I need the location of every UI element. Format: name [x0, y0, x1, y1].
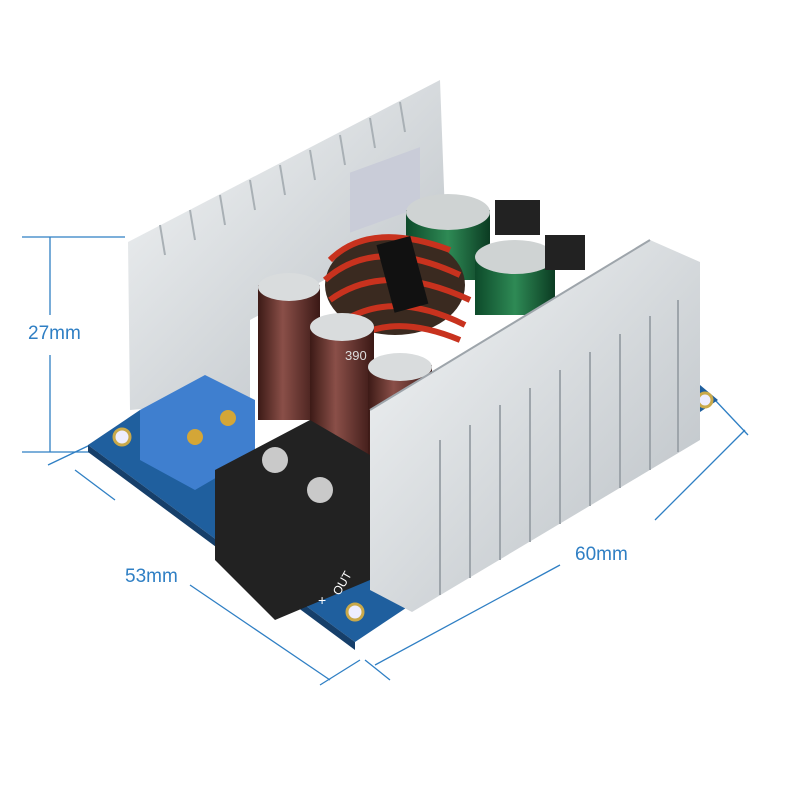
length-tick-right [714, 399, 749, 436]
terminal-block: OUT + [215, 420, 370, 620]
length-tick-left [364, 659, 391, 681]
length-dimension-label: 60mm [575, 544, 628, 565]
width-dimension-label: 53mm [125, 566, 178, 587]
mount-hole [696, 391, 714, 409]
length-line-b [654, 429, 746, 521]
mosfet [495, 200, 540, 235]
mount-hole [345, 602, 365, 622]
height-dimension-label: 27mm [28, 323, 81, 344]
width-tick-right [319, 659, 361, 686]
width-line-b [189, 584, 331, 681]
left-heatsink [128, 80, 445, 410]
polarity-label: + [318, 592, 326, 608]
dimension-lines [22, 236, 749, 686]
width-tick-left [47, 444, 91, 466]
green-capacitor [475, 240, 555, 315]
electrolytic-capacitor [258, 273, 320, 420]
right-heatsink [369, 239, 700, 612]
capacitor-marking: 390 [345, 348, 367, 363]
mount-hole [112, 427, 132, 447]
width-line-a [74, 469, 116, 501]
length-line-a [374, 564, 561, 666]
diode [545, 235, 585, 270]
potentiometer [140, 375, 255, 490]
